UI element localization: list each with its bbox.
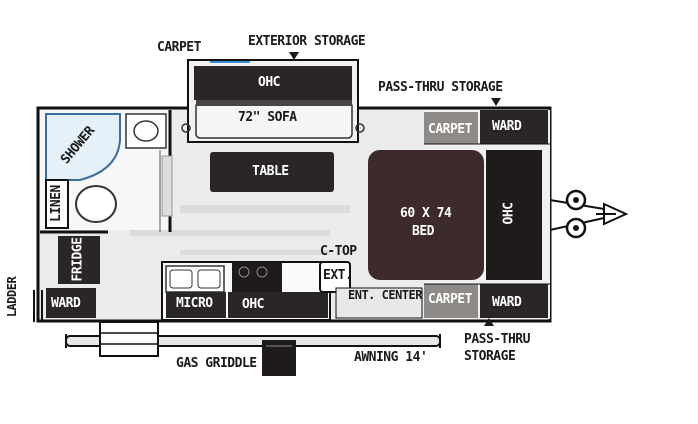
label-ward-left: WARD: [51, 296, 81, 311]
bed: [368, 150, 484, 280]
label-awning: AWNING 14': [354, 350, 428, 365]
toilet: [75, 185, 117, 223]
label-c-top: C-TOP: [320, 244, 357, 259]
stove: [232, 262, 282, 292]
label-table: TABLE: [252, 164, 289, 179]
c-top-ext: [319, 261, 351, 293]
label-ohc-bottom: OHC: [242, 297, 264, 312]
trailer-hitch: [549, 189, 629, 239]
ohc-bottom-cabinet: [228, 292, 328, 318]
label-ohc-right: OHC: [501, 202, 517, 225]
label-ladder: LADDER: [5, 276, 20, 318]
label-pass-thru-bottom-2: STORAGE: [464, 349, 516, 364]
label-carpet-right-bottom: CARPET: [428, 292, 472, 307]
label-fridge: FRIDGE: [70, 237, 86, 282]
linen-cabinet: [45, 179, 69, 229]
arrow-pass-thru-bottom: [484, 318, 494, 326]
label-ward-right-top: WARD: [492, 119, 522, 134]
ward-right-bottom: [480, 284, 548, 318]
ward-left: [46, 288, 96, 318]
label-pass-thru-top: PASS-THRU STORAGE: [378, 80, 503, 95]
carpet-bottom: [424, 284, 478, 318]
arrow-exterior-storage: [289, 52, 299, 60]
label-bed-line1: 60 X 74: [400, 206, 452, 221]
label-pass-thru-bottom-1: PASS-THRU: [464, 332, 530, 347]
carpet-top: [424, 112, 478, 144]
label-gas-griddle: GAS GRIDDLE: [176, 356, 257, 371]
fridge: [58, 236, 100, 284]
label-ent-center: ENT. CENTER: [348, 288, 422, 302]
label-sofa: 72" SOFA: [238, 110, 297, 125]
shower: [45, 113, 121, 181]
ward-right-top: [480, 110, 548, 144]
gas-griddle: [262, 340, 296, 376]
label-exterior-storage: EXTERIOR STORAGE: [248, 34, 366, 49]
sofa-back: [196, 100, 352, 106]
label-bed-line2: BED: [412, 224, 434, 239]
floor-texture: [130, 205, 350, 255]
label-ohc-top: OHC: [258, 75, 280, 90]
micro-cabinet: [166, 292, 226, 318]
ent-center: [335, 287, 423, 319]
label-micro: MICRO: [176, 296, 213, 311]
label-carpet-top: CARPET: [157, 40, 201, 55]
label-carpet-right-top: CARPET: [428, 122, 472, 137]
entry-steps: [99, 321, 159, 357]
ohc-right-cabinet: [486, 150, 542, 280]
arrow-pass-thru-top: [491, 98, 501, 106]
dining-table: [210, 152, 334, 192]
label-ward-right-bottom: WARD: [492, 295, 522, 310]
label-linen: LINEN: [48, 185, 64, 222]
label-ext: EXT.: [323, 268, 353, 283]
ohc-top-cabinet: [194, 66, 352, 100]
